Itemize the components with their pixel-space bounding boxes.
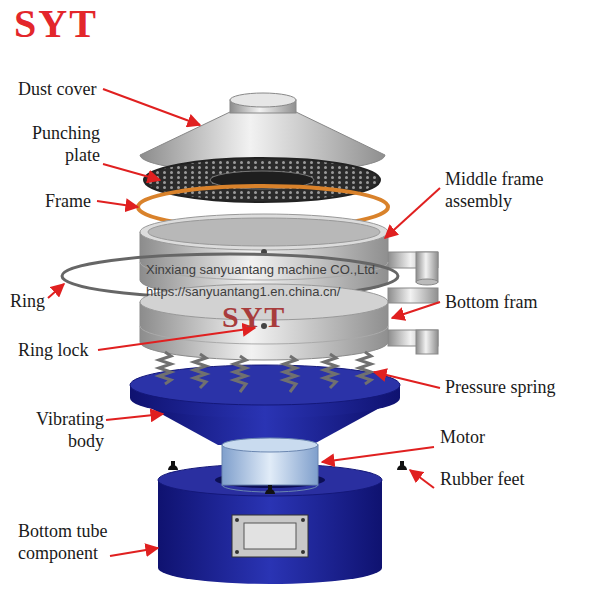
- motor: [222, 438, 318, 492]
- leader-arrow: [110, 548, 158, 556]
- part-name: Frame: [45, 190, 91, 212]
- part-name: Motor: [440, 426, 485, 448]
- punching-plate: [144, 158, 380, 202]
- part-name: Ring lock: [18, 339, 89, 361]
- leader-arrow: [97, 201, 138, 207]
- leader-arrow: [103, 164, 160, 180]
- spring: [284, 356, 296, 392]
- part-name: Pressure spring: [445, 376, 556, 398]
- leader-arrow: [48, 284, 64, 298]
- plate-mesh: [144, 158, 380, 202]
- part-name: Bottom fram: [445, 291, 538, 313]
- leader-arrow: [103, 89, 200, 125]
- foot-stem: [268, 485, 272, 494]
- foot-stem: [171, 461, 175, 470]
- panel-screw: [235, 518, 239, 522]
- frame-band: [140, 262, 388, 280]
- leader-arrows: [48, 89, 440, 556]
- part-name: Punching plate: [18, 122, 100, 166]
- watermark: SYT: [222, 300, 286, 334]
- brand-logo: SYT: [14, 2, 98, 46]
- leader-arrow: [392, 302, 440, 318]
- spring: [359, 352, 371, 384]
- panel-screw: [235, 550, 239, 554]
- part-name: Bottom tube component: [18, 520, 122, 564]
- motor-flange: [222, 438, 318, 452]
- rubber-feet: [168, 461, 407, 494]
- part-name: Middle frame assembly: [445, 168, 563, 212]
- foot-stem: [400, 461, 404, 470]
- spring: [194, 354, 206, 388]
- watermark: Xinxiang sanyuantang machine CO.,Ltd.: [146, 262, 379, 278]
- leader-arrow: [385, 188, 440, 238]
- frame-top: [140, 214, 388, 250]
- inspection-panel: [232, 515, 308, 557]
- frame-inner: [148, 218, 380, 246]
- outlet-end: [416, 279, 438, 285]
- leader-arrow: [106, 414, 163, 420]
- leader-arrow: [322, 447, 434, 462]
- lower-spout: [416, 330, 438, 354]
- inlet-top: [230, 93, 296, 107]
- spring: [324, 354, 336, 388]
- part-name: Ring: [10, 290, 45, 312]
- bottom-frame: [140, 284, 438, 360]
- leader-arrow: [410, 470, 434, 488]
- leader-arrow: [374, 372, 440, 388]
- spring: [159, 352, 171, 384]
- panel-screw: [301, 550, 305, 554]
- part-name: Rubber feet: [440, 468, 524, 490]
- panel-screw: [301, 518, 305, 522]
- outlet-spout: [416, 252, 438, 282]
- part-name: Vibrating body: [18, 408, 104, 452]
- upper-outlet: [388, 288, 438, 303]
- panel-window: [244, 523, 296, 549]
- spring: [234, 356, 246, 392]
- part-name: Dust cover: [18, 78, 96, 100]
- pressure-springs: [159, 352, 371, 392]
- watermark: https://sanyuantang1.en.china.cn/: [146, 284, 340, 300]
